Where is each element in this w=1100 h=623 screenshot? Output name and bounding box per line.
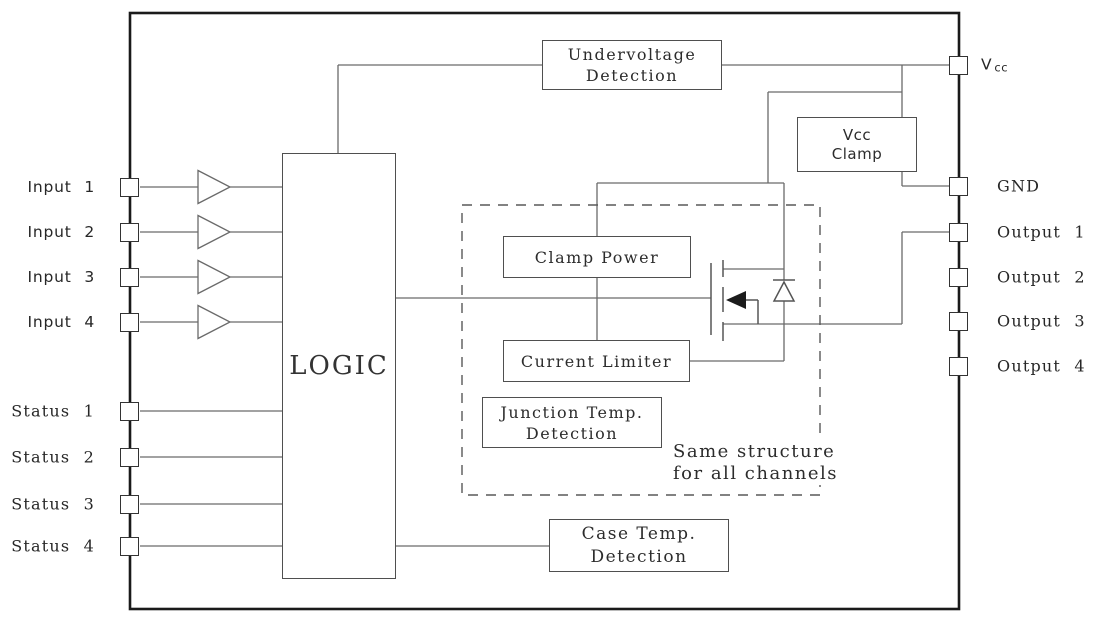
block-label: Current Limiter xyxy=(520,351,673,371)
logic-block: LOGIC xyxy=(282,153,396,579)
case-temp-detection-block: Case Temp. Detection xyxy=(549,519,729,572)
pin-label-status-4: Status 4 xyxy=(11,536,95,556)
pin-status-2 xyxy=(120,447,139,467)
pin-output-4 xyxy=(949,356,968,376)
block-label: Detection xyxy=(590,546,688,567)
junction-temp-detection-block: Junction Temp. Detection xyxy=(482,397,662,448)
pin-label-output-2: Output 2 xyxy=(997,267,1086,287)
pin-label-output-1: Output 1 xyxy=(997,222,1086,242)
pin-output-2 xyxy=(949,267,968,287)
pin-label-gnd: GND xyxy=(997,176,1041,196)
pin-label-input-2: Input 2 xyxy=(27,223,95,241)
pin-output-3 xyxy=(949,311,968,331)
pin-gnd xyxy=(949,176,968,196)
block-label: LOGIC xyxy=(289,350,389,381)
pin-input-1 xyxy=(120,177,139,197)
input-buffer-icon xyxy=(197,259,232,295)
pin-label-input-1: Input 1 xyxy=(27,178,95,196)
pin-input-3 xyxy=(120,267,139,287)
mosfet-body-arrow-icon xyxy=(726,291,746,309)
input-buffer-icon xyxy=(197,169,232,205)
block-label: Clamp xyxy=(831,144,883,163)
vcc-main: V xyxy=(981,55,993,74)
mosfet-icon xyxy=(710,260,759,341)
current-limiter-block: Current Limiter xyxy=(503,340,690,382)
block-label: Detection xyxy=(585,66,679,85)
block-label: Clamp Power xyxy=(534,247,660,267)
pin-input-4 xyxy=(120,312,139,332)
pin-label-input-3: Input 3 xyxy=(27,268,95,286)
input-buffer-icons xyxy=(197,169,232,340)
pin-label-output-3: Output 3 xyxy=(997,311,1086,331)
pin-vcc xyxy=(949,55,968,75)
note-line: for all channels xyxy=(673,463,839,484)
vcc-clamp-block: Vcc Clamp xyxy=(797,117,917,172)
pin-status-1 xyxy=(120,401,139,421)
body-diode-icon xyxy=(772,279,796,302)
pin-label-input-4: Input 4 xyxy=(27,313,95,331)
pin-status-4 xyxy=(120,536,139,556)
pin-label-status-2: Status 2 xyxy=(11,447,95,467)
block-label: Junction Temp. xyxy=(500,402,644,422)
pin-label-status-1: Status 1 xyxy=(11,401,95,421)
chip-outline xyxy=(128,11,961,611)
pin-input-2 xyxy=(120,222,139,242)
pin-label-output-4: Output 4 xyxy=(997,356,1086,376)
clamp-power-block: Clamp Power xyxy=(503,236,691,278)
undervoltage-detection-block: Undervoltage Detection xyxy=(542,40,722,90)
block-label: Undervoltage xyxy=(567,45,697,64)
pin-output-1 xyxy=(949,222,968,242)
block-label: Detection xyxy=(525,423,619,443)
note-line: Same structure xyxy=(673,441,836,462)
pin-status-3 xyxy=(120,494,139,514)
diode-triangle xyxy=(772,280,796,302)
input-buffer-icon xyxy=(197,214,232,250)
block-label: Case Temp. xyxy=(581,523,697,544)
block-label: Vcc xyxy=(842,125,872,144)
same-structure-note: Same structure for all channels xyxy=(671,441,841,485)
input-buffer-icon xyxy=(197,304,232,340)
vcc-sub: cc xyxy=(994,60,1009,75)
pin-label-status-3: Status 3 xyxy=(11,494,95,514)
